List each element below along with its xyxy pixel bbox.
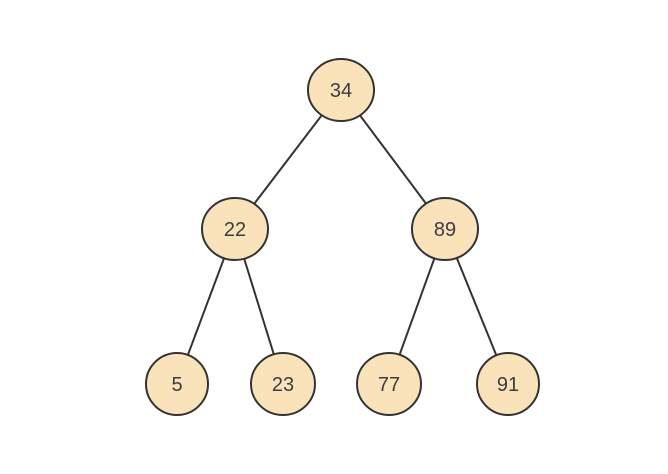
node-89-label: 89 [434,219,456,241]
node-34-circle [307,58,375,122]
node-34-label: 34 [330,80,352,102]
node-89-circle [411,197,479,261]
node-91-circle [476,352,540,416]
node-23-label: 23 [272,374,294,396]
node-77-circle [356,352,422,416]
node-22-circle [201,197,269,261]
node-5-circle [145,352,209,416]
node-34: 34 [307,58,375,122]
node-5: 5 [145,352,209,416]
node-23-circle [250,352,316,416]
node-91-label: 91 [497,374,519,396]
node-89: 89 [411,197,479,261]
node-22-label: 22 [224,219,246,241]
node-5-label: 5 [171,374,182,396]
node-77-label: 77 [378,374,400,396]
node-22: 22 [201,197,269,261]
node-23: 23 [250,352,316,416]
node-77: 77 [356,352,422,416]
node-91: 91 [476,352,540,416]
